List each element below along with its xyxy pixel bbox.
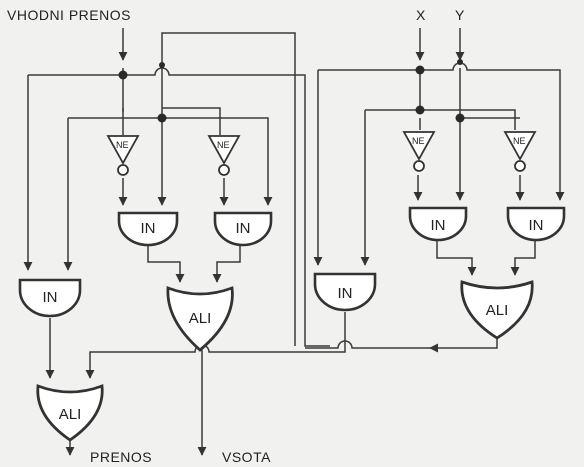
not-gate-3: NE bbox=[402, 131, 436, 172]
svg-text:NE: NE bbox=[116, 140, 129, 150]
svg-text:ALI: ALI bbox=[189, 310, 212, 327]
not-gate-2: NE bbox=[207, 135, 241, 176]
and-gate-right-1: IN bbox=[408, 206, 468, 242]
svg-text:IN: IN bbox=[338, 285, 353, 302]
right-wires bbox=[305, 28, 565, 353]
and-gate-right-3: IN bbox=[313, 272, 377, 312]
svg-text:IN: IN bbox=[141, 220, 156, 237]
svg-text:NE: NE bbox=[412, 136, 425, 146]
and-gate-right-2: IN bbox=[506, 206, 566, 242]
svg-text:NE: NE bbox=[217, 140, 230, 150]
carry-out-label: PRENOS bbox=[90, 449, 152, 465]
svg-text:IN: IN bbox=[236, 220, 251, 237]
and-gate-left-1: IN bbox=[117, 211, 179, 247]
svg-text:IN: IN bbox=[431, 217, 446, 234]
sum-label: VSOTA bbox=[222, 449, 271, 465]
or-gate-right: ALI bbox=[460, 280, 534, 340]
not-gate-1: NE bbox=[106, 135, 140, 176]
svg-text:NE: NE bbox=[513, 136, 526, 146]
input-x-label: X bbox=[416, 7, 426, 23]
svg-text:ALI: ALI bbox=[486, 302, 509, 319]
or-gate-carry-out: ALI bbox=[36, 384, 104, 442]
and-gate-left-2: IN bbox=[213, 211, 273, 247]
junction-dots bbox=[118, 59, 465, 123]
and-gate-left-3: IN bbox=[18, 278, 82, 318]
svg-text:IN: IN bbox=[43, 289, 58, 306]
not-gate-4: NE bbox=[503, 131, 537, 172]
svg-text:IN: IN bbox=[529, 217, 544, 234]
svg-text:ALI: ALI bbox=[59, 406, 82, 423]
carry-in-label: VHODNI PRENOS bbox=[7, 7, 131, 23]
or-gate-sum-left: ALI bbox=[166, 286, 234, 352]
input-y-label: Y bbox=[455, 7, 465, 23]
